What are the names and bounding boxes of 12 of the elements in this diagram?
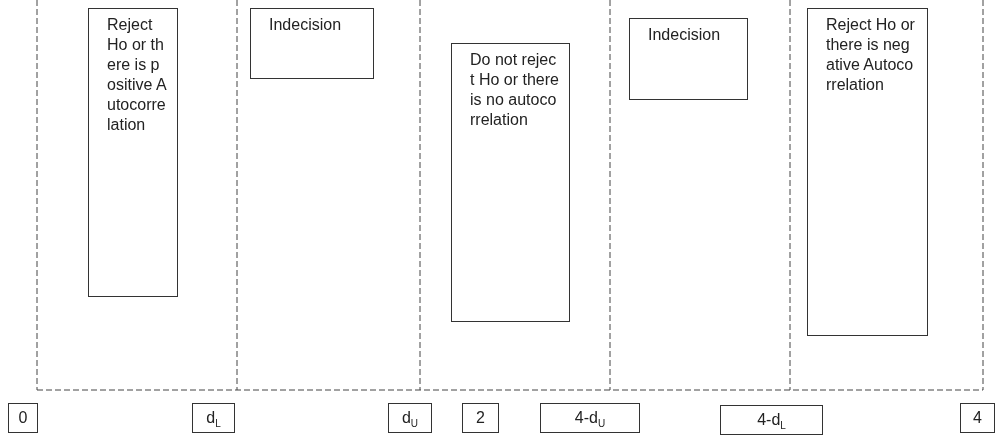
value-box: 4-d$_{L}$: [720, 405, 823, 435]
decision-box: Indecision: [250, 8, 374, 79]
value-box: 4: [960, 403, 995, 433]
decision-box: Reject Ho or there is positive Autocorrelation: [88, 8, 178, 297]
decision-box: Indecision: [629, 18, 748, 100]
value-box: 0: [8, 403, 38, 433]
value-box: d$_{L}$: [192, 403, 235, 433]
value-box: 2: [462, 403, 499, 433]
decision-box: Do not reject Ho or there is no autocorrelation: [451, 43, 570, 322]
decision-box: Reject Ho or there is negative Autocorrelation: [807, 8, 928, 336]
value-box: 4-d$_{U}$: [540, 403, 640, 433]
value-box: d$_{U}$: [388, 403, 432, 433]
